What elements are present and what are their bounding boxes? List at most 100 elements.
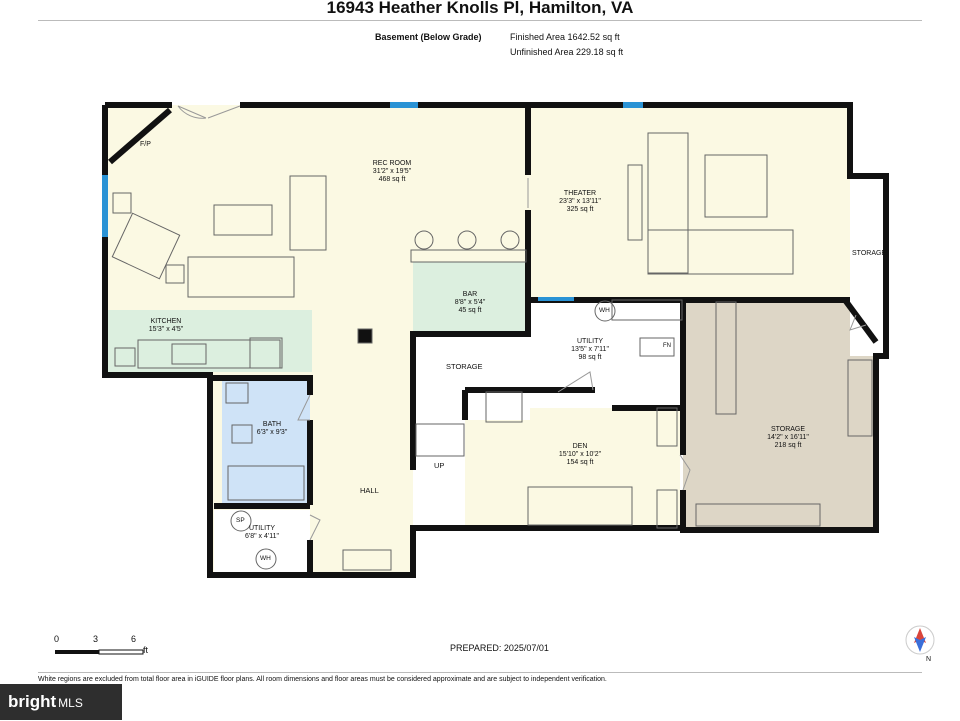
doors (177, 105, 867, 541)
stair-up-label: UP (434, 461, 445, 470)
scale-unit: ft (143, 645, 149, 655)
fireplace-wall (108, 107, 172, 165)
finished-area: Finished Area 1642.52 sq ft (510, 32, 620, 42)
bath-name: BATH (262, 421, 282, 428)
storage-right-slant (842, 298, 879, 344)
theater-name: THEATER (563, 190, 597, 197)
prepared-date: PREPARED: 2025/07/01 (450, 643, 549, 653)
room-label-utility-small: UTILITY 6'8" x 4'11" (245, 525, 279, 541)
room-label-rec-room: REC ROOM 31'2" x 19'5" 468 sq ft (373, 160, 412, 184)
stool-1 (414, 230, 434, 250)
page-title: 16943 Heather Knolls Pl, Hamilton, VA (326, 0, 634, 17)
sofa-rec-bottom (187, 256, 295, 298)
storage-large-name: STORAGE (770, 426, 806, 433)
compass-north-label: N (926, 656, 932, 663)
fireplace-block (357, 328, 373, 344)
storage-mid-fill (413, 340, 530, 420)
stove (249, 337, 283, 369)
utility-main-dims: 13'5" x 7'11" (571, 346, 609, 353)
window-top-2 (623, 102, 643, 108)
storage-shelving-left (715, 301, 737, 415)
den-area: 154 sq ft (566, 459, 594, 466)
furnace-label: FN (663, 343, 671, 349)
tv-theater (627, 164, 643, 241)
title-divider (38, 20, 922, 21)
storage-large-dims: 14'2" x 16'11" (767, 434, 809, 441)
stool-3 (500, 230, 520, 250)
windows (102, 102, 643, 301)
armchair-rec (111, 212, 181, 280)
scale-tick-0: 0 (54, 634, 60, 644)
stool-2 (457, 230, 477, 250)
den-cabinet-right-2 (656, 489, 678, 529)
kitchen-left-box (114, 347, 136, 367)
storage-right-fill (850, 176, 886, 356)
storage-shelving-bottom (695, 503, 821, 527)
door-double-top (177, 105, 241, 119)
room-label-storage-large: STORAGE 14'2" x 16'11" 218 sq ft (767, 426, 809, 450)
water-heater-label-2: WH (260, 555, 271, 562)
room-label-kitchen: KITCHEN 15'3" x 4'5" (149, 318, 184, 334)
wh1-circle (594, 300, 616, 322)
level-name: Basement (Below Grade) (375, 32, 482, 42)
room-label-theater: THEATER 23'3" x 13'11" 325 sq ft (559, 190, 601, 214)
bar-area: 45 sq ft (458, 307, 482, 314)
sectional-bottom (647, 229, 794, 275)
furnace-box (639, 337, 675, 357)
kitchen-dims: 15'3" x 4'5" (148, 326, 184, 333)
kitchen-fill (108, 310, 312, 372)
utility-main-area: 98 sq ft (578, 354, 602, 361)
theater-dims: 23'3" x 13'11" (559, 198, 601, 205)
bar-counter (410, 249, 527, 263)
storage-mid-label: STORAGE (446, 362, 483, 371)
door-util-small (309, 514, 321, 541)
utility-main-name: UTILITY (576, 338, 604, 345)
room-label-utility-main: UTILITY 13'5" x 7'11" 98 sq ft (571, 338, 609, 362)
room-label-bath: BATH 6'3" x 9'3" (257, 421, 288, 437)
bath-walls (210, 375, 313, 395)
utility-small-name: UTILITY (248, 525, 276, 532)
kitchen-counter (137, 339, 281, 369)
storage-shelving-right (847, 359, 873, 437)
unfinished-area: Unfinished Area 229.18 sq ft (510, 47, 624, 57)
stair-box (415, 423, 465, 457)
den-name: DEN (572, 443, 588, 450)
scale-bar (55, 649, 144, 655)
brand-name: bright (8, 692, 57, 711)
coffee-table (213, 204, 273, 236)
utility-small-dims: 6'8" x 4'11" (245, 533, 279, 540)
sink (171, 343, 207, 365)
toilet (231, 424, 253, 444)
fireplace-label: F/P (140, 141, 151, 148)
vanity (225, 382, 249, 404)
side-table-2 (165, 264, 185, 284)
brand-suffix: MLS (58, 696, 83, 710)
storage-right-label: STORAGE (852, 250, 887, 257)
scale-tick-6: 6 (131, 634, 137, 644)
storage-large-fill (683, 300, 876, 530)
door-storage-right (849, 314, 867, 331)
room-label-bar: BAR 8'8" x 5'4" 45 sq ft (455, 291, 486, 315)
utility-small-fill (214, 510, 310, 572)
bar-dims: 8'8" x 5'4" (454, 299, 486, 306)
side-table-1 (112, 192, 132, 214)
hall-cabinet (342, 549, 392, 571)
door-storage (679, 454, 691, 491)
den-fill (465, 390, 680, 530)
theater-fill (530, 105, 850, 300)
den-table (485, 391, 523, 423)
door-bath (297, 394, 311, 421)
bar-fill (413, 262, 528, 334)
theater-area: 325 sq ft (566, 206, 594, 213)
bar-name: BAR (462, 291, 478, 298)
den-sofa (527, 486, 633, 526)
water-heater-label-1: WH (599, 307, 610, 314)
sp-circle (230, 510, 252, 532)
sofa-rec (289, 175, 327, 251)
utility-wall (410, 300, 531, 420)
walls (102, 102, 889, 578)
footer-divider (38, 672, 922, 673)
room-label-den: DEN 15'10" x 10'2" 154 sq ft (559, 443, 601, 467)
